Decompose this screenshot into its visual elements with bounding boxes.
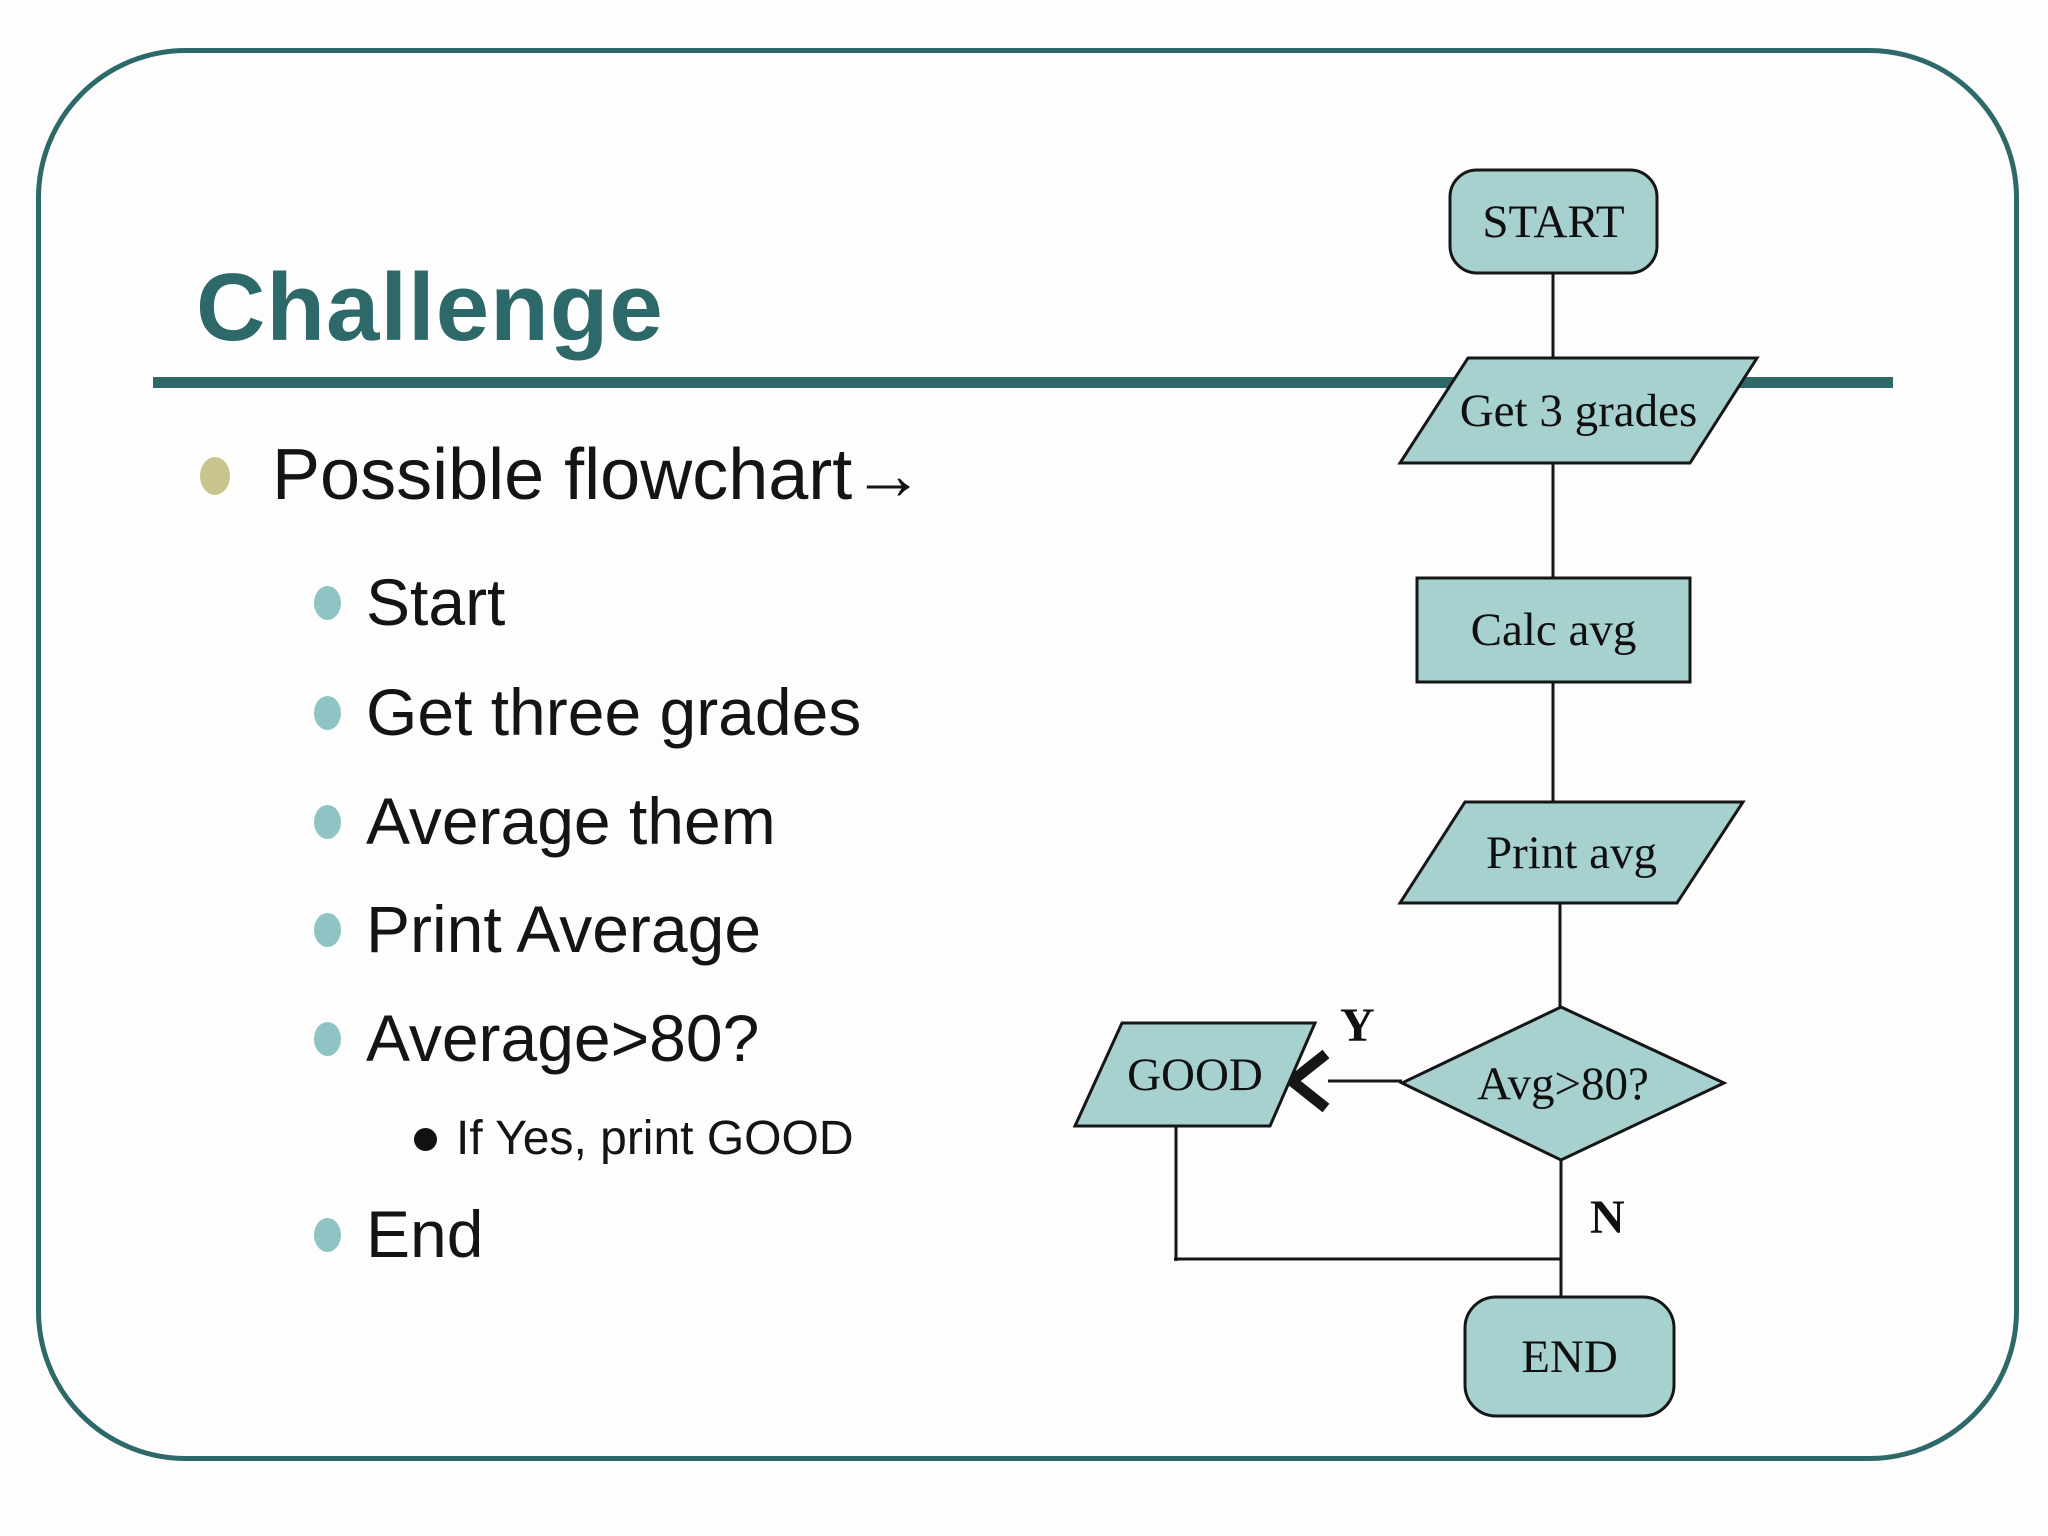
list-item: If Yes, print GOOD bbox=[414, 1112, 854, 1165]
calc-avg-node-shape bbox=[1415, 576, 1692, 684]
calc-avg-node-label: Calc avg bbox=[1470, 604, 1637, 656]
get-grades-node-shape bbox=[1397, 356, 1760, 465]
list-item-text: Start bbox=[366, 565, 506, 639]
list-item: Possible flowchart→ bbox=[200, 435, 925, 515]
bullet-icon bbox=[314, 804, 341, 839]
bullet-icon bbox=[200, 456, 230, 495]
bullet-icon bbox=[414, 1127, 437, 1151]
list-item-text: Print Average bbox=[366, 892, 762, 966]
list-item-text: Get three grades bbox=[366, 675, 862, 749]
arrowhead-left-icon bbox=[1283, 1049, 1330, 1113]
list-item-text: End bbox=[366, 1197, 484, 1271]
list-item: Average them bbox=[314, 784, 776, 858]
good-node-label: GOOD bbox=[1127, 1048, 1263, 1101]
yes-branch-label: Y bbox=[1340, 999, 1375, 1052]
slide-border bbox=[36, 48, 2019, 1461]
list-item: Print Average bbox=[314, 892, 762, 966]
bullet-icon bbox=[314, 1217, 341, 1252]
end-node-label: END bbox=[1521, 1330, 1618, 1383]
list-item: Average>80? bbox=[314, 1001, 760, 1075]
list-item: Start bbox=[314, 565, 506, 639]
good-node-shape bbox=[1072, 1021, 1318, 1128]
list-item-text: Average them bbox=[366, 784, 776, 858]
no-branch-label: N bbox=[1590, 1191, 1625, 1244]
end-node-shape bbox=[1463, 1295, 1676, 1418]
list-item: Get three grades bbox=[314, 675, 862, 749]
bullet-icon bbox=[314, 585, 341, 620]
list-item: End bbox=[314, 1197, 484, 1271]
decision-node-shape bbox=[1398, 1005, 1728, 1162]
title-underline bbox=[153, 377, 1893, 388]
print-avg-node-shape bbox=[1397, 800, 1746, 905]
start-node-label: START bbox=[1482, 195, 1625, 248]
list-item-text: Possible flowchart→ bbox=[272, 435, 925, 515]
bullet-icon bbox=[314, 695, 341, 730]
decision-node-label: Avg>80? bbox=[1477, 1057, 1649, 1110]
list-item-text: If Yes, print GOOD bbox=[456, 1112, 854, 1165]
page-title: Challenge bbox=[196, 254, 664, 361]
bullet-icon bbox=[314, 912, 341, 947]
start-node-shape bbox=[1448, 168, 1659, 275]
list-item-text: Average>80? bbox=[366, 1001, 760, 1075]
bullet-icon bbox=[314, 1021, 341, 1056]
print-avg-node-label: Print avg bbox=[1485, 826, 1658, 879]
get-grades-node-label: Get 3 grades bbox=[1459, 384, 1698, 437]
